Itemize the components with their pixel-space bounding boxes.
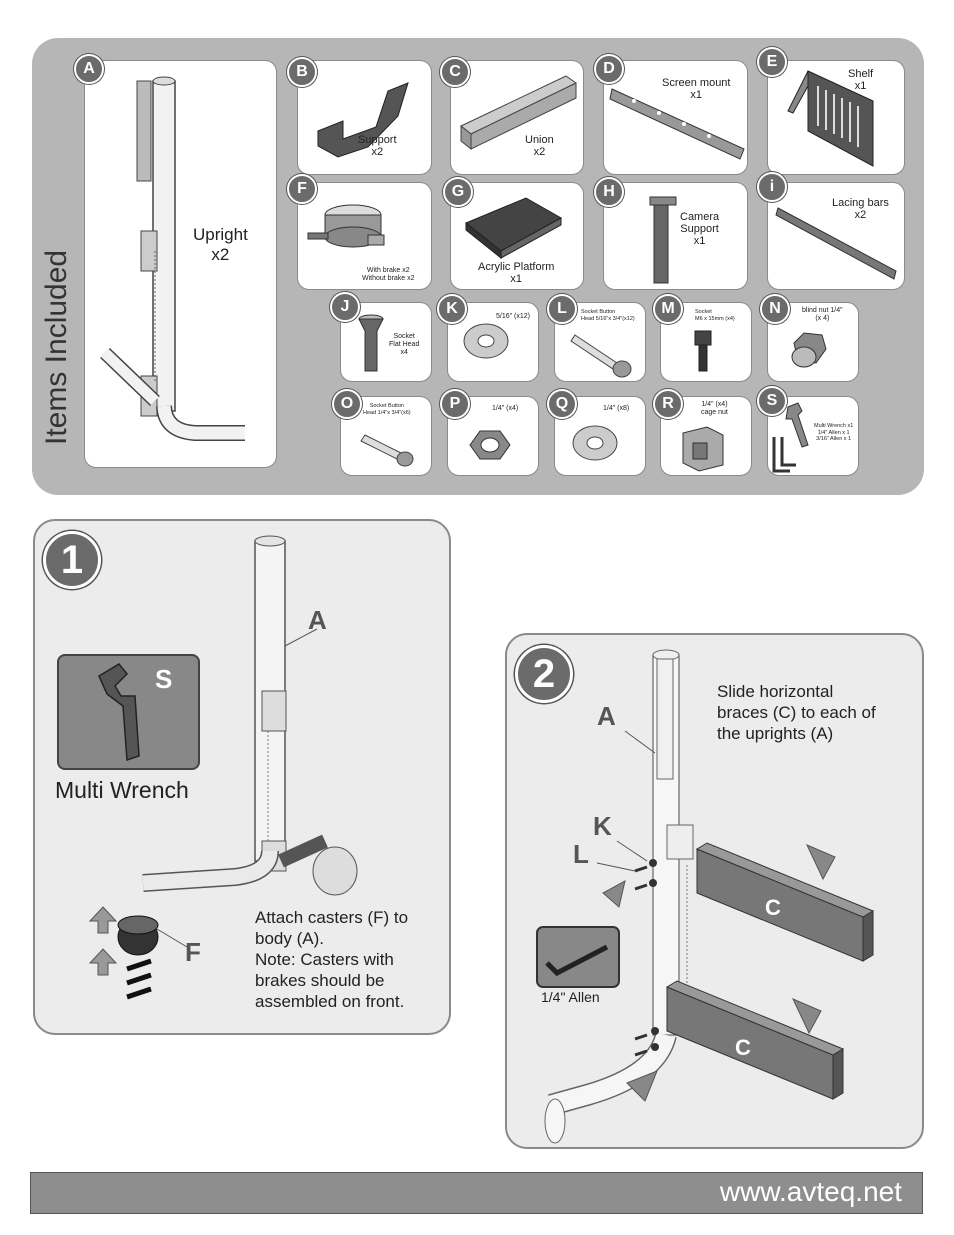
part-badge-l: L — [547, 294, 577, 324]
part-label-j: Socket Flat Head x4 — [389, 333, 420, 356]
part-badge-s: S — [757, 386, 787, 416]
items-included-title: Items Included — [40, 249, 73, 445]
part-badge-h: H — [594, 177, 624, 207]
upright-illustration — [100, 76, 245, 441]
part-label-p: 1/4" (x4) — [492, 405, 519, 412]
part-card-b: Support x2 — [297, 60, 432, 175]
step-1-upright-letter: A — [308, 605, 327, 635]
union-channel-illustration — [460, 75, 577, 151]
step-2-illustration — [536, 649, 875, 1144]
part-label-o: Socket Button Head 1/4"x 3/4"(x6) — [363, 403, 411, 416]
step-2-panel: 2 A K L C C 1/4" Allen Slide horizontal … — [505, 633, 924, 1149]
part-badge-i: i — [757, 172, 787, 202]
hex-nut-illustration — [469, 430, 511, 460]
support-bracket-illustration — [317, 82, 409, 158]
part-label-q: 1/4" (x8) — [603, 405, 630, 412]
part-badge-p: P — [440, 389, 470, 419]
step-2-bolt-letter: L — [573, 839, 589, 869]
website-link[interactable]: www.avteq.net — [719, 1176, 902, 1207]
part-badge-e: E — [757, 47, 787, 77]
allen-key-label: 1/4" Allen — [541, 989, 600, 1005]
multi-wrench-label: Multi Wrench — [55, 777, 189, 803]
step-2-number: 2 — [515, 645, 573, 703]
wrench-letter: S — [155, 664, 173, 694]
part-card-r: 1/4" (x4) cage nut — [660, 396, 752, 476]
flat-head-bolt-illustration — [358, 314, 384, 372]
part-label-d: Screen mount x1 — [662, 77, 731, 101]
part-label-e: Shelf x1 — [848, 68, 874, 92]
part-badge-k: K — [437, 294, 467, 324]
part-badge-q: Q — [547, 389, 577, 419]
caster-illustration — [307, 204, 385, 248]
part-badge-f: F — [287, 174, 317, 204]
part-card-q: 1/4" (x8) — [554, 396, 646, 476]
part-badge-c: C — [440, 57, 470, 87]
lacing-bar-illustration — [775, 207, 897, 280]
step-2-instruction: Slide horizontal braces (C) to each of t… — [717, 682, 876, 743]
part-badge-n: N — [760, 294, 790, 324]
footer-bar: www.avteq.net — [30, 1172, 923, 1214]
step-1-caster-letter: F — [185, 937, 201, 967]
shelf-illustration — [787, 70, 874, 167]
cage-nut-illustration — [682, 426, 724, 472]
part-label-g: Acrylic Platform x1 — [478, 261, 555, 285]
part-badge-r: R — [653, 389, 683, 419]
part-badge-a: A — [74, 54, 104, 84]
part-card-f: With brake x2 Without brake x2 — [297, 182, 432, 290]
part-badge-g: G — [443, 177, 473, 207]
part-card-e: Shelf x1 — [767, 60, 905, 175]
part-badge-d: D — [594, 54, 624, 84]
wrench-and-allen-keys-illustration — [772, 402, 809, 473]
step-1-instruction: Attach casters (F) to body (A). Note: Ca… — [255, 908, 409, 1011]
multi-wrench-box: S — [57, 654, 200, 770]
part-badge-m: M — [653, 294, 683, 324]
washer-5-16-illustration — [463, 323, 509, 359]
socket-button-bolt-1-4-illustration — [360, 434, 414, 467]
part-card-g: Acrylic Platform x1 — [450, 182, 584, 290]
part-label-n: blind nut 1/4" (x 4) — [802, 307, 843, 322]
part-card-c: Union x2 — [450, 60, 584, 175]
multi-wrench-icon — [98, 663, 140, 762]
part-label-m: Socket M6 x 15mm (x4) — [695, 309, 735, 322]
part-label-i: Lacing bars x2 — [832, 197, 889, 221]
part-label-k: 5/16" (x12) — [496, 313, 531, 320]
socket-button-bolt-5-16-illustration — [570, 334, 632, 378]
blind-nut-illustration — [791, 332, 827, 368]
part-badge-o: O — [332, 389, 362, 419]
part-card-a: Upright x2 — [84, 60, 277, 468]
step-1-panel: 1 S Multi Wrench A F Attach casters (F) … — [33, 519, 451, 1035]
part-badge-b: B — [287, 57, 317, 87]
acrylic-platform-illustration — [465, 197, 563, 260]
step-1-illustration — [88, 535, 358, 1000]
socket-m6-bolt-illustration — [694, 330, 712, 372]
part-card-m: Socket M6 x 15mm (x4) — [660, 302, 752, 382]
step-2-upright-letter: A — [597, 701, 616, 731]
washer-1-4-illustration — [572, 425, 618, 461]
screen-mount-illustration — [609, 88, 745, 160]
part-label-b: Support x2 — [358, 134, 397, 158]
step-2-washer-letter: K — [593, 811, 612, 841]
part-card-h: Camera Support x1 — [603, 182, 748, 290]
part-card-d: Screen mount x1 — [603, 60, 748, 175]
part-card-k: 5/16" (x12) — [447, 302, 539, 382]
part-card-i: Lacing bars x2 — [767, 182, 905, 290]
part-label-f: With brake x2 Without brake x2 — [362, 267, 415, 282]
part-label-s: Multi Wrench x1 1/4" Allen x 1 3/16" All… — [814, 423, 854, 442]
part-label-l: Socket Button Head 5/16"x 3/4"(x12) — [581, 309, 635, 322]
step-2-brace-letter-upper: C — [765, 895, 781, 920]
part-label-h: Camera Support x1 — [680, 211, 720, 247]
part-badge-j: J — [330, 292, 360, 322]
step-2-brace-letter-lower: C — [735, 1035, 751, 1060]
part-label-c: Union x2 — [525, 134, 554, 158]
camera-support-illustration — [649, 196, 677, 284]
part-label-r: 1/4" (x4) cage nut — [701, 401, 728, 416]
part-label-a: Upright x2 — [193, 225, 248, 264]
step-1-number: 1 — [43, 531, 101, 589]
